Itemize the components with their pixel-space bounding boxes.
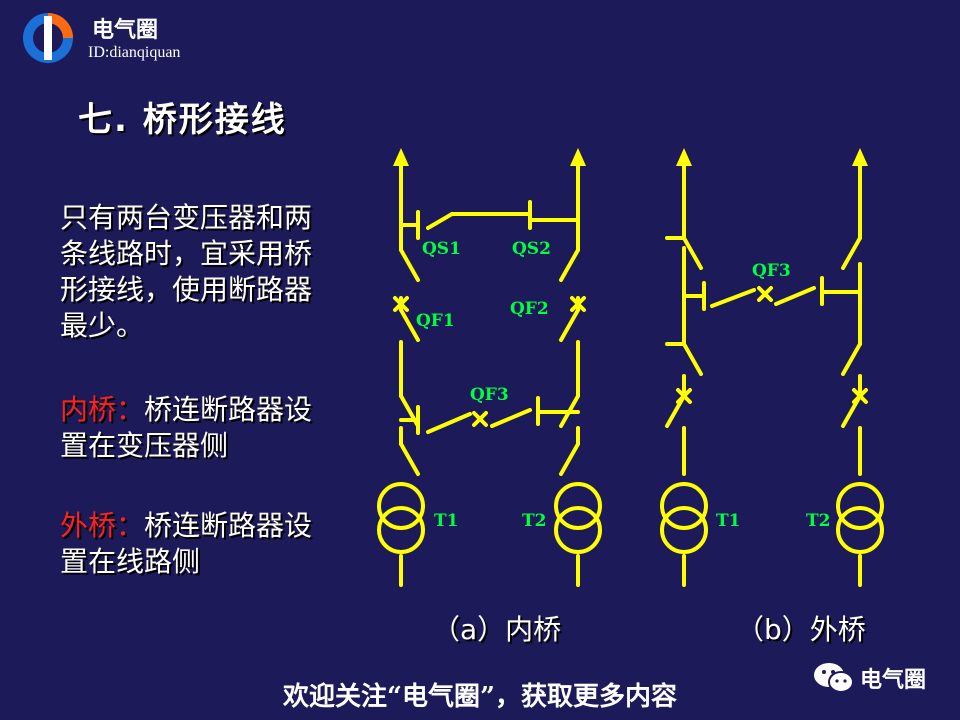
diagram-b-outer-bridge (660, 158, 884, 587)
diagram-a-inner-bridge (377, 158, 602, 587)
inner-bridge-text: 桥连断路器设 (144, 393, 313, 426)
outer-bridge-note: 外桥：桥连断路器设 置在线路侧 (60, 508, 360, 580)
brand-logo (14, 10, 84, 66)
arrow-up-icon (570, 148, 586, 166)
label-t2-b: T2 (806, 511, 830, 531)
description: 只有两台变压器和两 条线路时，宜采用桥 形接线，使用断路器 最少。 (60, 200, 360, 344)
brand-id: ID:dianqiquan (88, 44, 181, 61)
label-t1-a: T1 (434, 511, 458, 531)
label-t1-b: T1 (716, 511, 740, 531)
description-line: 条线路时，宜采用桥 (60, 237, 313, 270)
label-t2-a: T2 (522, 511, 546, 531)
arrow-up-icon (393, 148, 409, 166)
wechat-icon (814, 663, 854, 693)
description-line: 最少。 (60, 309, 145, 342)
arrow-up-icon (676, 148, 692, 166)
footer-banner: 欢迎关注“电气圈”，获取更多内容 (283, 682, 677, 712)
outer-bridge-keyword: 外桥： (60, 509, 145, 542)
label-qf3-a: QF3 (470, 385, 509, 405)
label-qs2: QS2 (512, 239, 551, 259)
page-title: 七. 桥形接线 (78, 100, 287, 140)
logo-icon (23, 13, 73, 63)
arrow-up-icon (852, 148, 868, 166)
description-line: 形接线，使用断路器 (60, 273, 313, 306)
brand-name: 电气圈 (92, 18, 159, 43)
outer-bridge-text: 置在线路侧 (60, 545, 201, 578)
caption-inner-bridge: （a）内桥 (432, 613, 562, 646)
inner-bridge-text: 置在变压器侧 (60, 429, 229, 462)
label-qf3-b: QF3 (752, 261, 791, 281)
description-line: 只有两台变压器和两 (60, 201, 313, 234)
label-qs1: QS1 (422, 239, 461, 259)
label-qf1: QF1 (416, 311, 455, 331)
label-qf2: QF2 (510, 299, 549, 319)
inner-bridge-note: 内桥：桥连断路器设 置在变压器侧 (60, 392, 360, 464)
arrow-icons (393, 148, 868, 166)
inner-bridge-keyword: 内桥： (60, 393, 145, 426)
caption-outer-bridge: （b）外桥 (736, 613, 866, 646)
outer-bridge-text: 桥连断路器设 (144, 509, 313, 542)
watermark-label: 电气圈 (860, 668, 927, 693)
